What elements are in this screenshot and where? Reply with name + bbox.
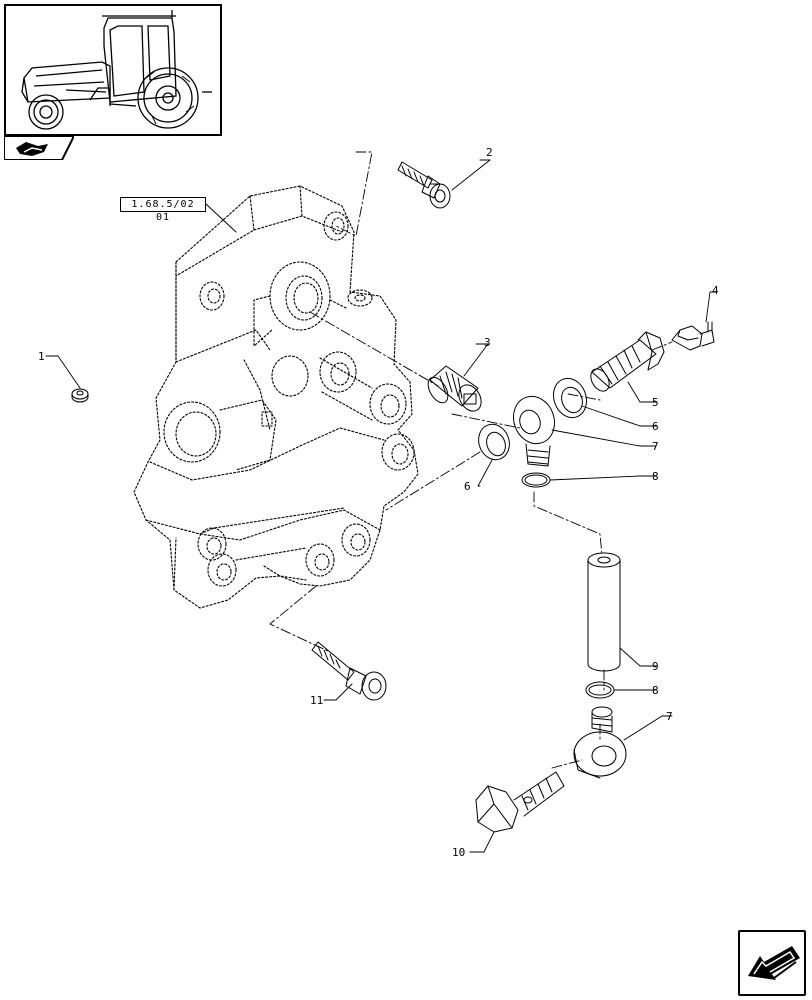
tractor-thumbnail: [4, 4, 222, 136]
callout-7-upper[interactable]: 7: [652, 440, 659, 453]
callout-leaders: [45, 159, 717, 853]
callout-7-lower[interactable]: 7: [666, 710, 673, 723]
callout-10[interactable]: 10: [452, 846, 465, 859]
part-2-screw: [397, 161, 451, 209]
next-page-arrow-icon: [748, 946, 800, 980]
next-page-button[interactable]: [738, 930, 806, 996]
part-6-washer-upper: [552, 377, 588, 419]
tractor-thumbnail-icon: [21, 10, 212, 130]
center-lines: [269, 151, 673, 769]
callout-11[interactable]: 11: [310, 694, 323, 707]
part-9-tube: [587, 552, 621, 672]
callout-8-lower[interactable]: 8: [652, 684, 659, 697]
pump-housing: [133, 185, 419, 609]
callout-6-lower[interactable]: 6: [464, 480, 471, 493]
part-7-banjo-upper: [512, 395, 556, 467]
callout-4[interactable]: 4: [712, 284, 719, 297]
callout-3[interactable]: 3: [484, 336, 491, 349]
part-8-oring-upper: [521, 472, 551, 488]
part-3-plug: [427, 365, 482, 412]
part-7-banjo-lower: [573, 706, 627, 779]
callout-2[interactable]: 2: [486, 146, 493, 159]
part-4-sensor: [671, 321, 715, 351]
part-1-washer: [71, 388, 89, 403]
part-5-banjo-bolt: [590, 331, 665, 392]
reference-label[interactable]: 1.68.5/02 01: [120, 197, 206, 223]
part-8-oring-lower: [585, 681, 615, 699]
part-6-washer-lower: [478, 423, 510, 461]
section-tab[interactable]: [3, 135, 76, 161]
callout-9[interactable]: 9: [652, 660, 659, 673]
part-11-screw: [311, 641, 387, 701]
callout-6-upper[interactable]: 6: [652, 420, 659, 433]
callout-5[interactable]: 5: [652, 396, 659, 409]
callout-8-upper[interactable]: 8: [652, 470, 659, 483]
callout-1[interactable]: 1: [38, 350, 45, 363]
book-arrow-icon: [3, 135, 76, 161]
part-10-banjo-bolt: [475, 771, 565, 833]
